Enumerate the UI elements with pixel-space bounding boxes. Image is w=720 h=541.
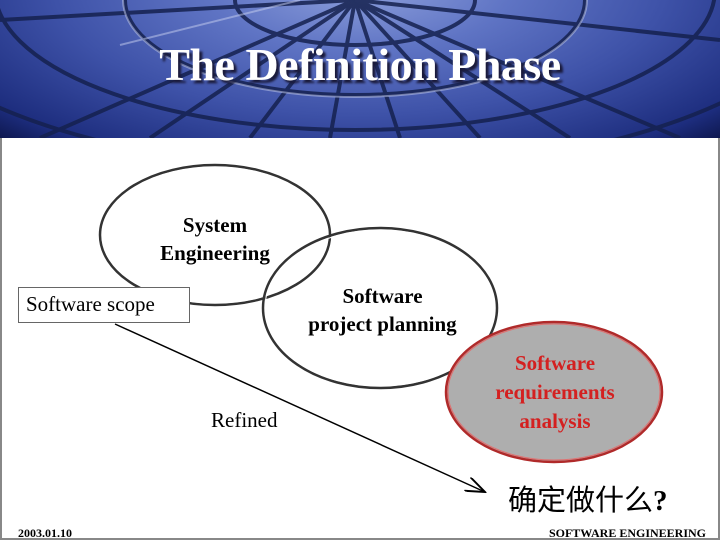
slide-frame-bottom <box>0 538 720 540</box>
refined-arrow <box>114 323 485 492</box>
label-software-project-planning: Software project planning <box>290 282 475 338</box>
slide-frame-right <box>718 138 720 540</box>
slide-frame-left <box>0 138 2 540</box>
question-chinese: 确定做什么 <box>508 483 654 517</box>
label-line: System <box>182 213 248 237</box>
dome-background-image <box>0 0 720 138</box>
footer-course-title: SOFTWARE ENGINEERING <box>548 526 706 540</box>
label-line: Software <box>514 351 596 375</box>
label-line: Engineering <box>160 241 270 265</box>
header-banner: The Definition Phase <box>0 0 720 138</box>
question-text: 确定做什么? <box>508 477 668 519</box>
software-scope-box: Software scope <box>18 287 190 323</box>
ellipse-software-project-planning <box>261 226 499 390</box>
question-mark: ? <box>653 485 668 517</box>
label-line: project planning <box>308 312 457 336</box>
ellipse-software-requirements-analysis <box>444 320 664 464</box>
label-line: analysis <box>519 409 591 433</box>
refined-label: Refined <box>211 408 278 432</box>
label-line: Software <box>342 284 423 308</box>
label-system-engineering: System Engineering <box>130 211 300 267</box>
footer-date: 2003.01.10 <box>18 526 72 540</box>
label-software-requirements-analysis: Software requirements analysis <box>465 349 645 436</box>
label-line: requirements <box>495 380 615 404</box>
slide-title: The Definition Phase <box>159 39 561 90</box>
